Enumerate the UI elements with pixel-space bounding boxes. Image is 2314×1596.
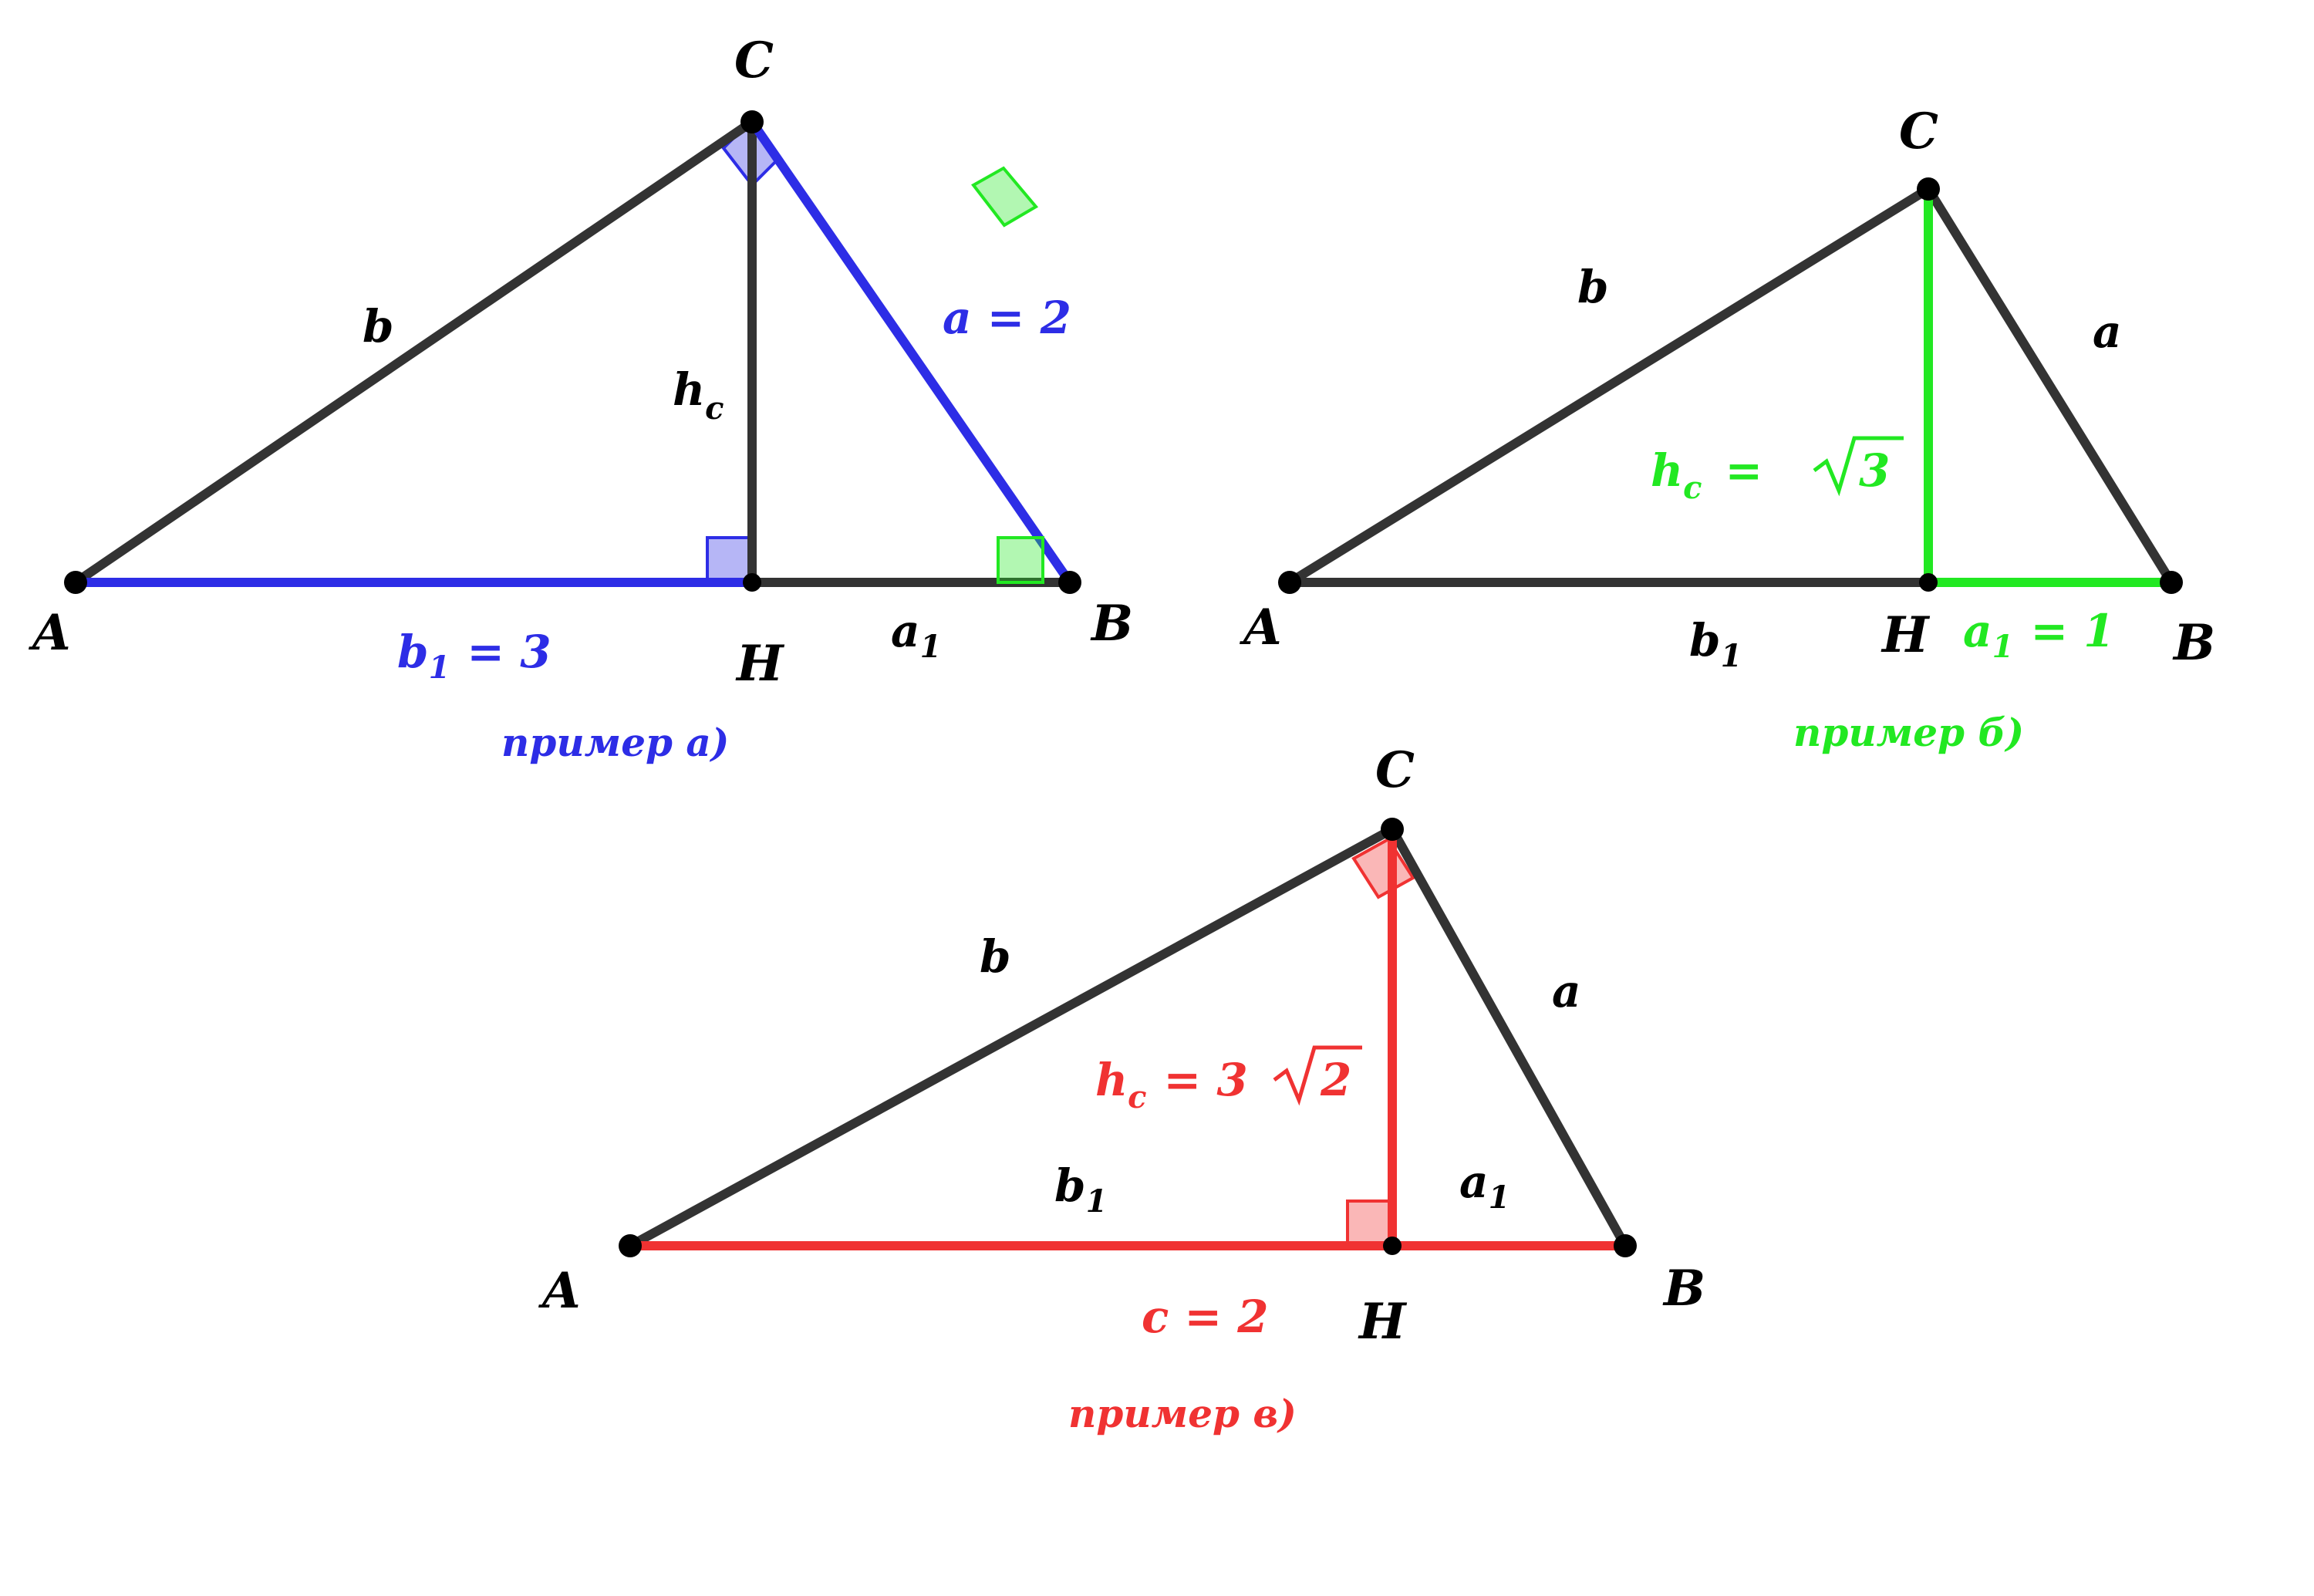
point-c-c (1381, 818, 1404, 841)
label-c-eq-c: c = 2 (1142, 1291, 1269, 1343)
label-hc-val-b: 3 (1859, 444, 1890, 497)
caption-c: пример в) (1068, 1391, 1297, 1436)
sqrt-symbol-c (1273, 1045, 1362, 1106)
segment-cb-c (1388, 825, 1630, 1250)
label-a1-c: a1 (1459, 1156, 1509, 1216)
label-hc-a: hc (673, 363, 724, 427)
point-b-c (1614, 1234, 1637, 1257)
label-hc-eq-b: hc= (1651, 444, 1762, 506)
right-angle-h-marker-a (706, 536, 754, 584)
label-point-h-b: H (1881, 606, 1931, 664)
label-point-b-a: B (1090, 595, 1133, 653)
label-a-eq-a: a = 2 (943, 292, 1071, 344)
label-b-c: b (980, 930, 1011, 983)
segment-ac-c (626, 825, 1397, 1250)
point-a-a (64, 571, 87, 594)
caption-a: пример а) (501, 720, 729, 765)
segment-cb-b (1924, 184, 2176, 587)
label-b-a: b (363, 300, 394, 353)
segment-cb-a (747, 117, 1074, 587)
label-point-h-c: H (1358, 1293, 1408, 1351)
point-a-b (1278, 571, 1301, 594)
label-point-c-a: C (734, 32, 774, 89)
diagram-b: A B C H b a hc= 3 b1 a1= 1 пример б) (971, 103, 2215, 755)
label-b1-b: b1 (1689, 614, 1742, 674)
label-point-h-a: H (735, 635, 785, 693)
label-point-c-b: C (1899, 103, 1938, 160)
caption-b: пример б) (1793, 710, 2024, 755)
segment-ac-b (1285, 184, 1933, 587)
label-point-c-c: C (1375, 741, 1415, 799)
diagram-c: A B C H b a hc= 3 2 b1 a1 c = 2 пример в… (538, 741, 1705, 1436)
label-point-a-a: A (29, 604, 71, 662)
right-angle-c-marker-c (1351, 837, 1415, 899)
label-hc-val-c: 2 (1320, 1054, 1351, 1106)
label-a-c: a (1552, 965, 1581, 1017)
label-a1-a: a1 (891, 605, 941, 665)
sqrt-symbol-b (1813, 436, 1904, 497)
label-hc-eq-c: hc= 3 (1095, 1054, 1248, 1115)
point-b-a (1058, 571, 1081, 594)
label-b1-c: b1 (1054, 1159, 1107, 1220)
point-c-b (1917, 177, 1940, 201)
point-c-a (740, 110, 764, 133)
label-b-b: b (1577, 261, 1609, 313)
label-b1-eq-a: b1= 3 (397, 626, 552, 686)
label-point-b-c: B (1662, 1260, 1705, 1318)
point-h-a (743, 573, 761, 592)
point-h-b (1919, 573, 1938, 592)
right-angle-c-marker-b (971, 166, 1039, 228)
point-b-b (2160, 571, 2183, 594)
label-point-a-b: A (1240, 599, 1282, 656)
segment-ac-a (71, 117, 757, 587)
right-angle-h-marker-b (997, 536, 1044, 584)
point-a-c (619, 1234, 642, 1257)
label-a1-eq-b: a1= 1 (1963, 605, 2115, 665)
label-point-b-b: B (2172, 614, 2215, 672)
point-h-c (1383, 1237, 1402, 1255)
diagram-a: A B C H b hc a = 2 b1= 3 a1 пример а) (29, 32, 1133, 765)
label-point-a-c: A (538, 1262, 581, 1320)
label-a-b: a (2093, 305, 2122, 358)
right-angle-h-marker-c (1346, 1200, 1394, 1247)
